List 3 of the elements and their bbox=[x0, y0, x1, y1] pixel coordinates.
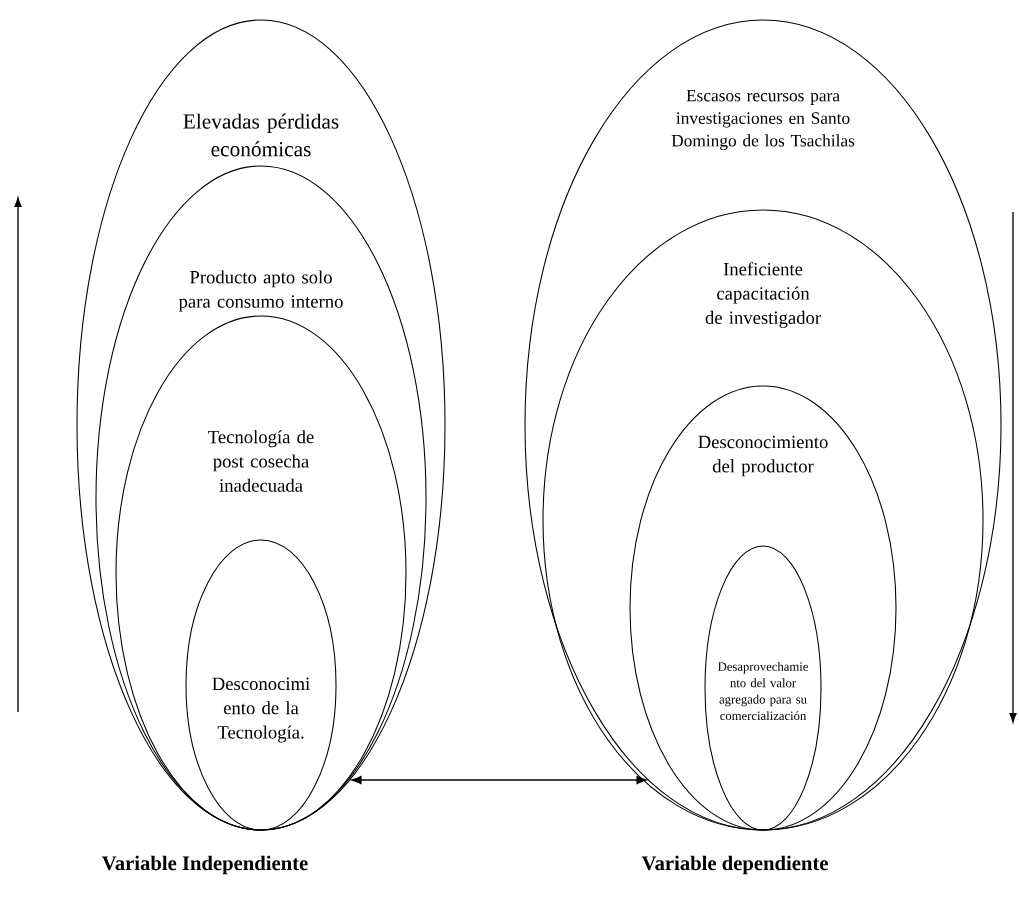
axis-label: Variable dependiente bbox=[641, 855, 828, 875]
arrow bbox=[351, 775, 647, 785]
axis-label: Variable Independiente bbox=[102, 855, 308, 875]
